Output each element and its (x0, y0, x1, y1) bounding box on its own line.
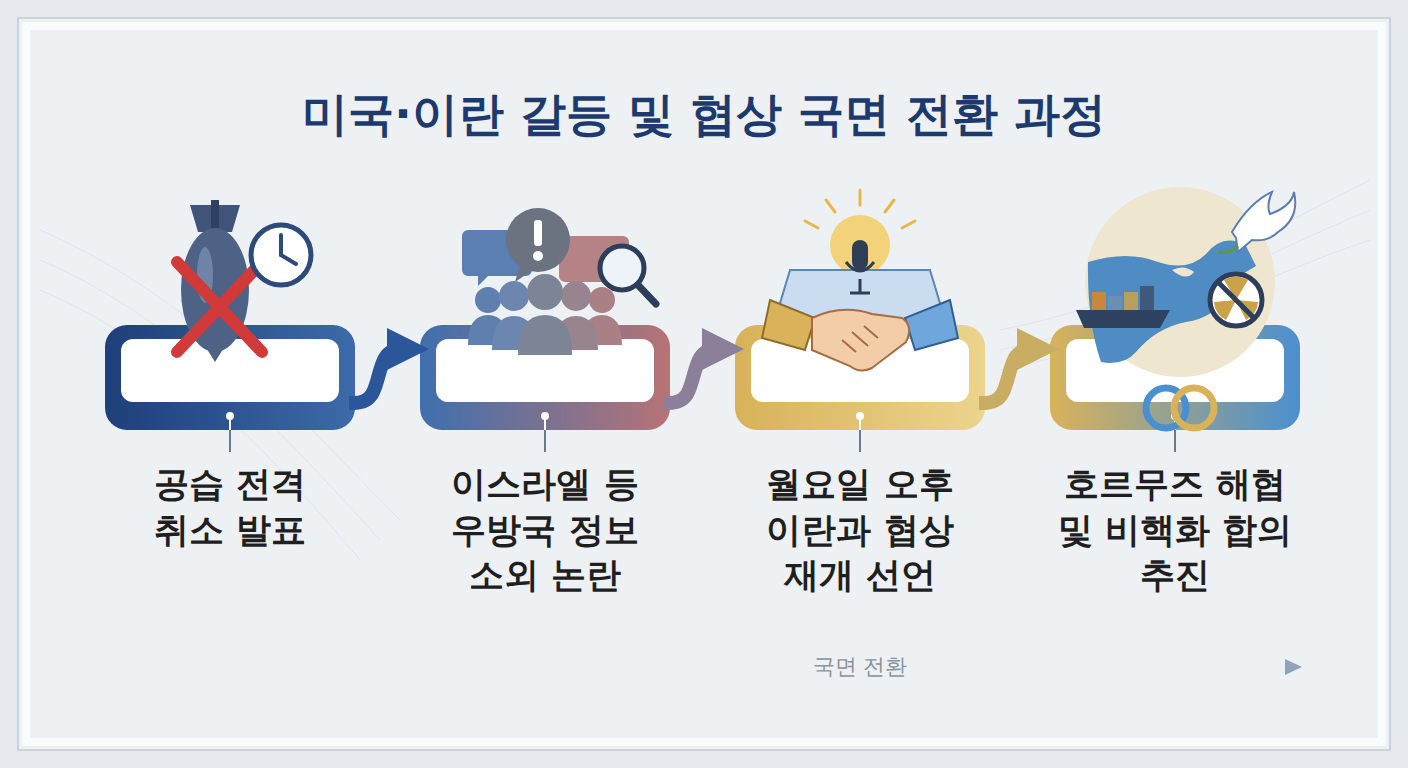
handshake (762, 300, 958, 371)
stage-node: 공습 전격 취소 발표 (105, 325, 355, 553)
diagram-title: 미국·이란 갈등 및 협상 국면 전환 과정 (0, 84, 1408, 146)
stage-label: 공습 전격 취소 발표 (128, 462, 333, 553)
stage-node: 이스라엘 등 우방국 정보 소외 논란 (420, 325, 670, 599)
peace-dove (1232, 192, 1295, 252)
stage-node: 호르무즈 해협 및 비핵화 합의 추진 (1050, 325, 1300, 599)
cargo-ship (1076, 286, 1170, 328)
stage-label: 월요일 오후 이란과 협상 재개 선언 (740, 462, 980, 599)
no-nuclear-sign (1210, 274, 1262, 326)
flow-arrow (349, 349, 408, 403)
stage-node: 월요일 오후 이란과 협상 재개 선언 (735, 325, 985, 599)
phase-label: 국면 전환 (805, 652, 916, 682)
sun (830, 215, 890, 275)
stage-label: 이스라엘 등 우방국 정보 소외 논란 (425, 462, 665, 599)
clock-icon (251, 225, 311, 285)
flow-arrow (979, 349, 1038, 403)
magnifier-icon (600, 246, 656, 304)
olive-branch (1218, 246, 1238, 252)
cancel-x (177, 262, 262, 352)
flow-arrow (664, 349, 723, 403)
stage-label: 호르무즈 해협 및 비핵화 합의 추진 (1055, 462, 1295, 599)
people-group (468, 274, 622, 355)
phase-arrowhead (1285, 659, 1302, 675)
microphone (846, 240, 874, 293)
linked-rings (1146, 388, 1214, 428)
